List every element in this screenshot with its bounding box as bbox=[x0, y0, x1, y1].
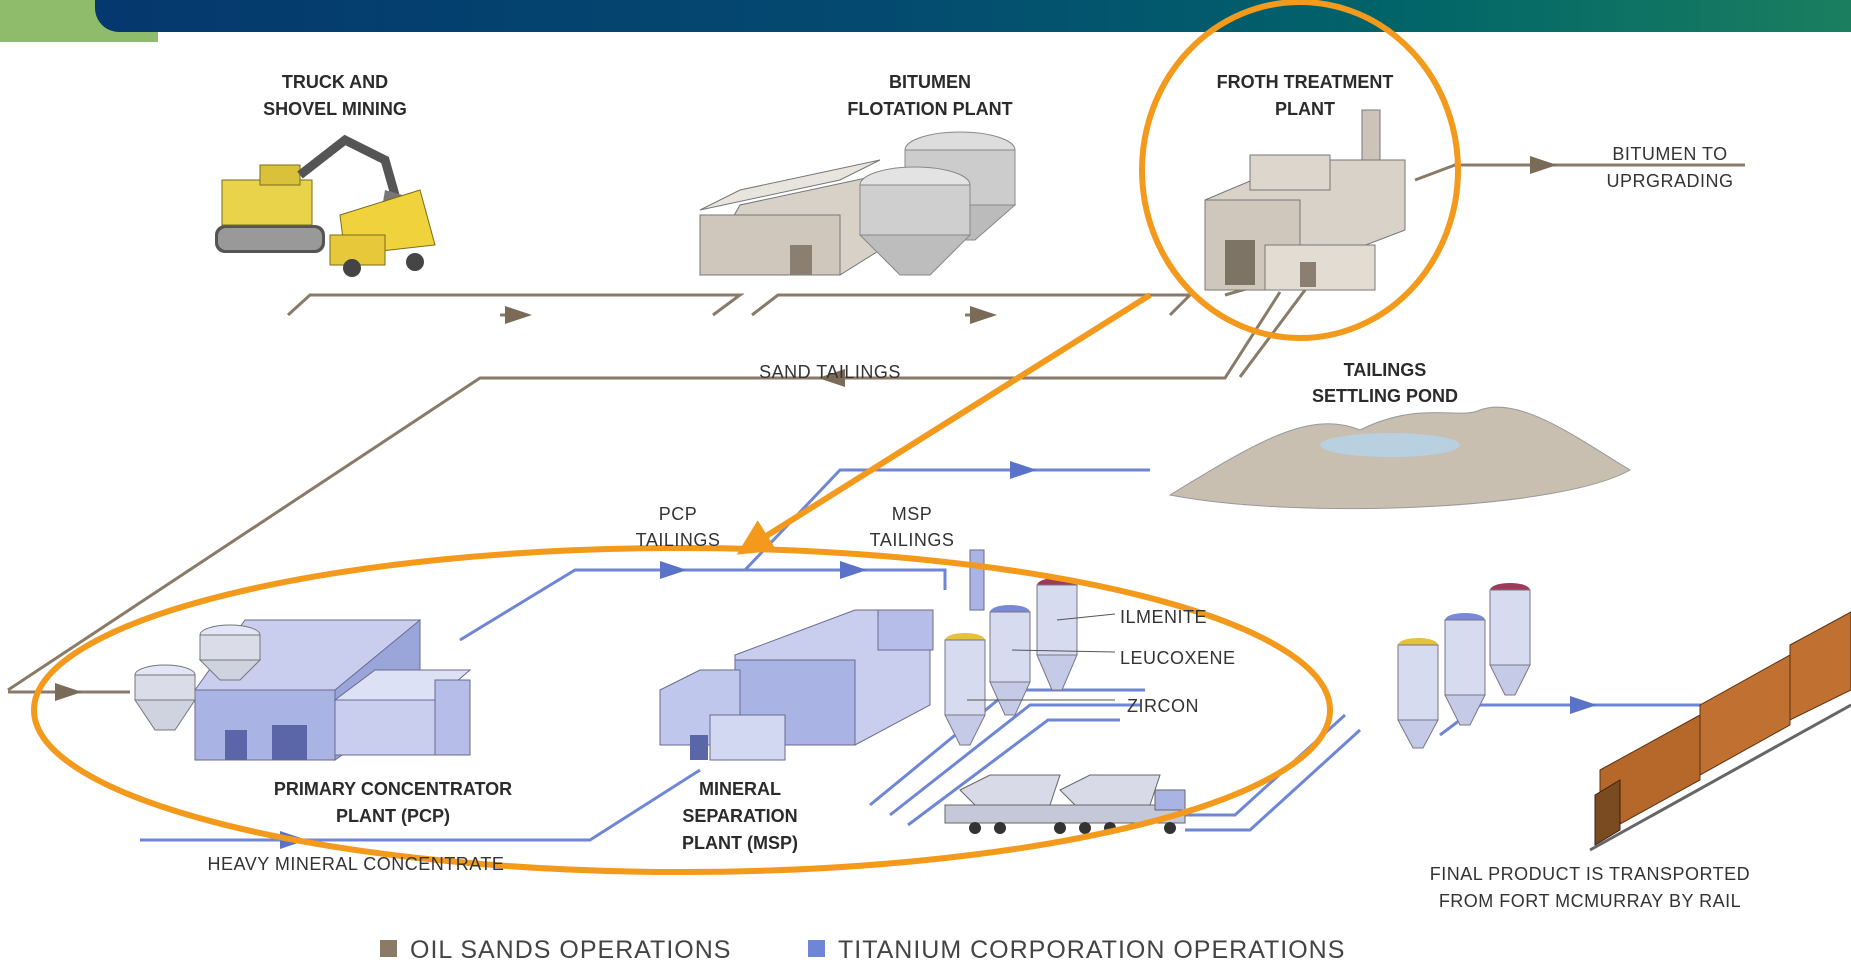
rail-loading-silos-icon bbox=[1397, 583, 1531, 749]
heavy-mineral-label: HEAVY MINERAL CONCENTRATE bbox=[208, 854, 505, 874]
truck-mining-label-1: TRUCK AND bbox=[282, 72, 388, 92]
froth-label-2: PLANT bbox=[1275, 99, 1335, 119]
flotation-plant-icon bbox=[699, 131, 1017, 276]
oil-sands-legend-label: OIL SANDS OPERATIONS bbox=[410, 936, 731, 964]
header-bar bbox=[0, 0, 1851, 42]
ilmenite-label: ILMENITE bbox=[1120, 607, 1207, 627]
pcp-plant-icon bbox=[134, 618, 472, 761]
truck-shovel-icon bbox=[215, 134, 436, 277]
leucoxene-label: LEUCOXENE bbox=[1120, 648, 1236, 668]
pcp-label-2: PLANT (PCP) bbox=[336, 806, 450, 826]
diagram-labels: TRUCK AND SHOVEL MINING BITUMEN FLOTATIO… bbox=[208, 72, 1750, 911]
oil-sands-flow-lines bbox=[7, 156, 1745, 701]
highlight-annotations bbox=[31, 0, 1461, 875]
froth-plant-highlight-circle bbox=[1139, 0, 1461, 341]
msp-label-3: PLANT (MSP) bbox=[682, 833, 798, 853]
msp-silos-icon bbox=[944, 578, 1116, 746]
final-product-label-1: FINAL PRODUCT IS TRANSPORTED bbox=[1430, 864, 1750, 884]
pcp-label-1: PRIMARY CONCENTRATOR bbox=[274, 779, 512, 799]
titanium-plants-highlight-ellipse bbox=[31, 545, 1333, 875]
final-product-label-2: FROM FORT MCMURRAY BY RAIL bbox=[1439, 891, 1741, 911]
froth-treatment-plant-icon bbox=[1204, 109, 1406, 291]
froth-label-1: FROTH TREATMENT bbox=[1217, 72, 1394, 92]
highlight-connector-arrow bbox=[736, 292, 1152, 555]
bitumen-upgrading-label-2: UPRGRADING bbox=[1606, 171, 1733, 191]
msp-tailings-label-2: TAILINGS bbox=[870, 530, 955, 550]
msp-tailings-label-1: MSP bbox=[892, 504, 933, 524]
tailings-pond-label-2: SETTLING POND bbox=[1312, 386, 1458, 406]
pcp-tailings-label-2: TAILINGS bbox=[636, 530, 721, 550]
haul-trucks-icon bbox=[944, 774, 1186, 834]
header-gradient-band bbox=[95, 0, 1851, 32]
titanium-legend-swatch bbox=[808, 940, 825, 957]
msp-label-1: MINERAL bbox=[699, 779, 781, 799]
oil-sands-legend-swatch bbox=[380, 940, 397, 957]
train-icon bbox=[1589, 611, 1851, 852]
pcp-tailings-label-1: PCP bbox=[659, 504, 698, 524]
titanium-legend-label: TITANIUM CORPORATION OPERATIONS bbox=[838, 936, 1345, 964]
tailings-pond-icon bbox=[1168, 406, 1631, 510]
tailings-pond-label-1: TAILINGS bbox=[1344, 360, 1427, 380]
msp-plant-icon bbox=[659, 549, 985, 761]
flotation-label-2: FLOTATION PLANT bbox=[847, 99, 1012, 119]
legend: OIL SANDS OPERATIONS TITANIUM CORPORATIO… bbox=[380, 936, 1345, 964]
zircon-label: ZIRCON bbox=[1127, 696, 1199, 716]
sand-tailings-label: SAND TAILINGS bbox=[759, 362, 901, 382]
flotation-label-1: BITUMEN bbox=[889, 72, 971, 92]
msp-label-2: SEPARATION bbox=[682, 806, 797, 826]
truck-mining-label-2: SHOVEL MINING bbox=[263, 99, 407, 119]
bitumen-upgrading-label-1: BITUMEN TO bbox=[1612, 144, 1727, 164]
